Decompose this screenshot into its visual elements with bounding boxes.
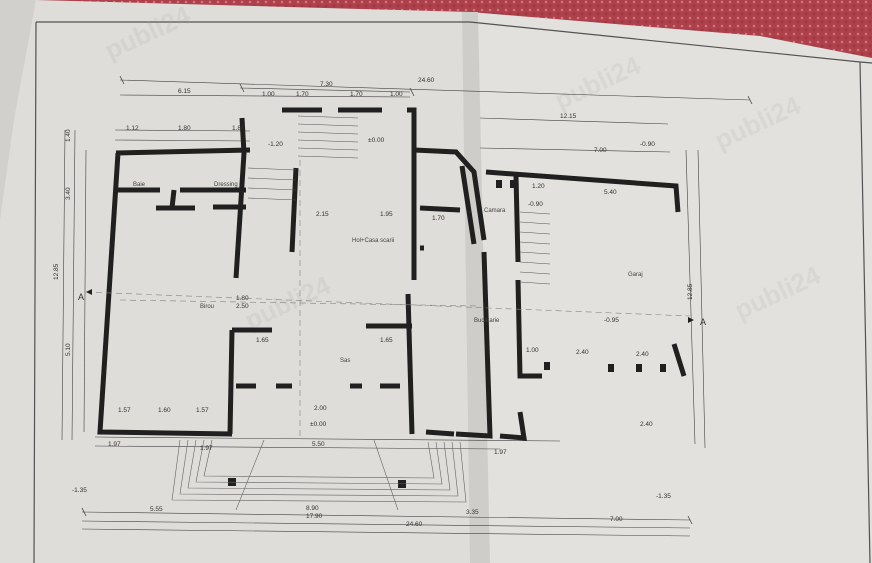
dimension-label: 1.65 xyxy=(256,337,269,344)
section-marker-right: A xyxy=(688,317,706,327)
level-label: ±0.00 xyxy=(368,137,385,144)
level-label: -1.35 xyxy=(656,493,671,500)
level-label: -1.35 xyxy=(72,487,87,494)
dimension-lines xyxy=(61,79,751,537)
dimension-label: 24.60 xyxy=(418,77,435,84)
room-labels: Baie Dressing Birou Hol+Casa scarii Sas … xyxy=(133,182,643,364)
section-label-right: A xyxy=(700,317,706,327)
dimension-label: 3.40 xyxy=(65,187,72,200)
entrance-stairs xyxy=(171,439,467,511)
dimension-label: 5.40 xyxy=(604,189,617,196)
walls xyxy=(97,107,687,441)
dimension-label: 5.55 xyxy=(150,506,163,513)
dimension-label: 1.60 xyxy=(158,407,171,414)
dimension-label: 1.95 xyxy=(380,211,393,218)
dimension-label: 7.30 xyxy=(320,81,333,88)
level-label: -0.90 xyxy=(640,141,655,148)
dimension-label: 1.80 xyxy=(232,125,245,132)
dimension-label: 1.80 xyxy=(236,295,249,302)
room-label-garaj: Garaj xyxy=(628,272,643,278)
section-lines xyxy=(85,160,691,440)
dimension-label: 1.97 xyxy=(200,445,213,452)
paper-left-page xyxy=(0,0,482,563)
room-label-bucatarie: Bucatarie xyxy=(474,318,500,324)
dimension-label: 1.97 xyxy=(494,449,507,456)
page-fold-shadow xyxy=(462,12,490,563)
dimension-label: 1.97 xyxy=(108,441,121,448)
dimension-label: 1.00 xyxy=(262,91,275,98)
level-label: -1.20 xyxy=(268,141,283,148)
dimension-label: 1.70 xyxy=(350,91,363,98)
sheet-border xyxy=(33,21,872,563)
room-label-dressing: Dressing xyxy=(214,182,238,188)
dimension-label: 12.15 xyxy=(560,113,577,120)
dimension-label: 1.20 xyxy=(532,183,545,190)
dimension-label: 7.00 xyxy=(594,147,607,154)
dimension-label: 1.12 xyxy=(126,125,139,132)
dimension-label: 12.85 xyxy=(687,283,694,300)
dimension-ticks xyxy=(81,75,753,525)
level-label: -0.90 xyxy=(528,201,543,208)
dimension-label: 24.60 xyxy=(406,521,423,528)
level-label: ±0.00 xyxy=(310,421,327,428)
dimension-label: 2.50 xyxy=(236,303,249,310)
dimension-label: 1.57 xyxy=(196,407,209,414)
dimension-label: 2.40 xyxy=(640,421,653,428)
dimension-texts: 24.60 7.30 6.15 12.15 1.00 1.70 1.70 1.0… xyxy=(53,77,694,528)
room-label-birou: Birou xyxy=(200,304,214,310)
dimension-label: 1.70 xyxy=(296,91,309,98)
room-label-hol: Hol+Casa scarii xyxy=(352,238,394,244)
dimension-label: 17.90 xyxy=(306,513,323,520)
dimension-label: 1.65 xyxy=(380,337,393,344)
level-label: -0.95 xyxy=(604,317,619,324)
dimension-label: 1.80 xyxy=(178,125,191,132)
dimension-label: 5.10 xyxy=(65,343,72,356)
section-label-left: A xyxy=(78,292,84,302)
dimension-label: 5.50 xyxy=(312,441,325,448)
dimension-label: 1.00 xyxy=(390,91,403,98)
dimension-label: 1.00 xyxy=(526,347,539,354)
section-marker-left: A xyxy=(78,289,92,302)
page-curl xyxy=(0,0,36,220)
dimension-label: 3.35 xyxy=(466,509,479,516)
level-markers: ±0.00 -1.35 -1.35 -0.90 -0.90 ±0.00 -0.9… xyxy=(72,137,671,500)
dimension-label: 2.00 xyxy=(314,405,327,412)
interior-stairs xyxy=(247,115,551,285)
dimension-label: 2.15 xyxy=(316,211,329,218)
room-label-sas: Sas xyxy=(340,358,350,364)
room-label-camara: Camara xyxy=(484,208,506,214)
dimension-label: 1.70 xyxy=(432,215,445,222)
room-label-baie: Baie xyxy=(133,182,146,188)
dimension-label: 7.00 xyxy=(610,516,623,523)
dimension-label: 1.40 xyxy=(65,129,72,142)
dimension-label: 2.40 xyxy=(636,351,649,358)
dimension-label: 6.15 xyxy=(178,88,191,95)
dimension-label: 1.57 xyxy=(118,407,131,414)
dimension-label: 12.85 xyxy=(53,263,60,280)
dimension-label: 2.40 xyxy=(576,349,589,356)
dimension-label: 8.90 xyxy=(306,505,319,512)
